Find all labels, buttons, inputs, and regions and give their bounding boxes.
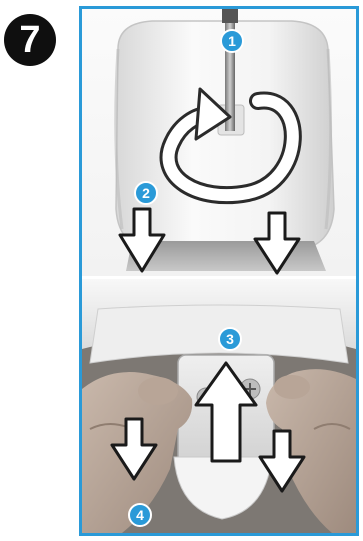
panel-remove-insert: 3 4: [82, 279, 356, 533]
cover-illustration: [82, 9, 356, 276]
callout-1: 1: [220, 29, 244, 53]
callout-3: 3: [218, 327, 242, 351]
insert-illustration: [82, 279, 356, 533]
callout-2: 2: [134, 181, 158, 205]
callout-4: 4: [128, 503, 152, 527]
instruction-figure: 1 2: [79, 6, 359, 536]
panel-remove-cover: 1 2: [82, 9, 356, 276]
step-number-badge: 7: [4, 14, 56, 66]
